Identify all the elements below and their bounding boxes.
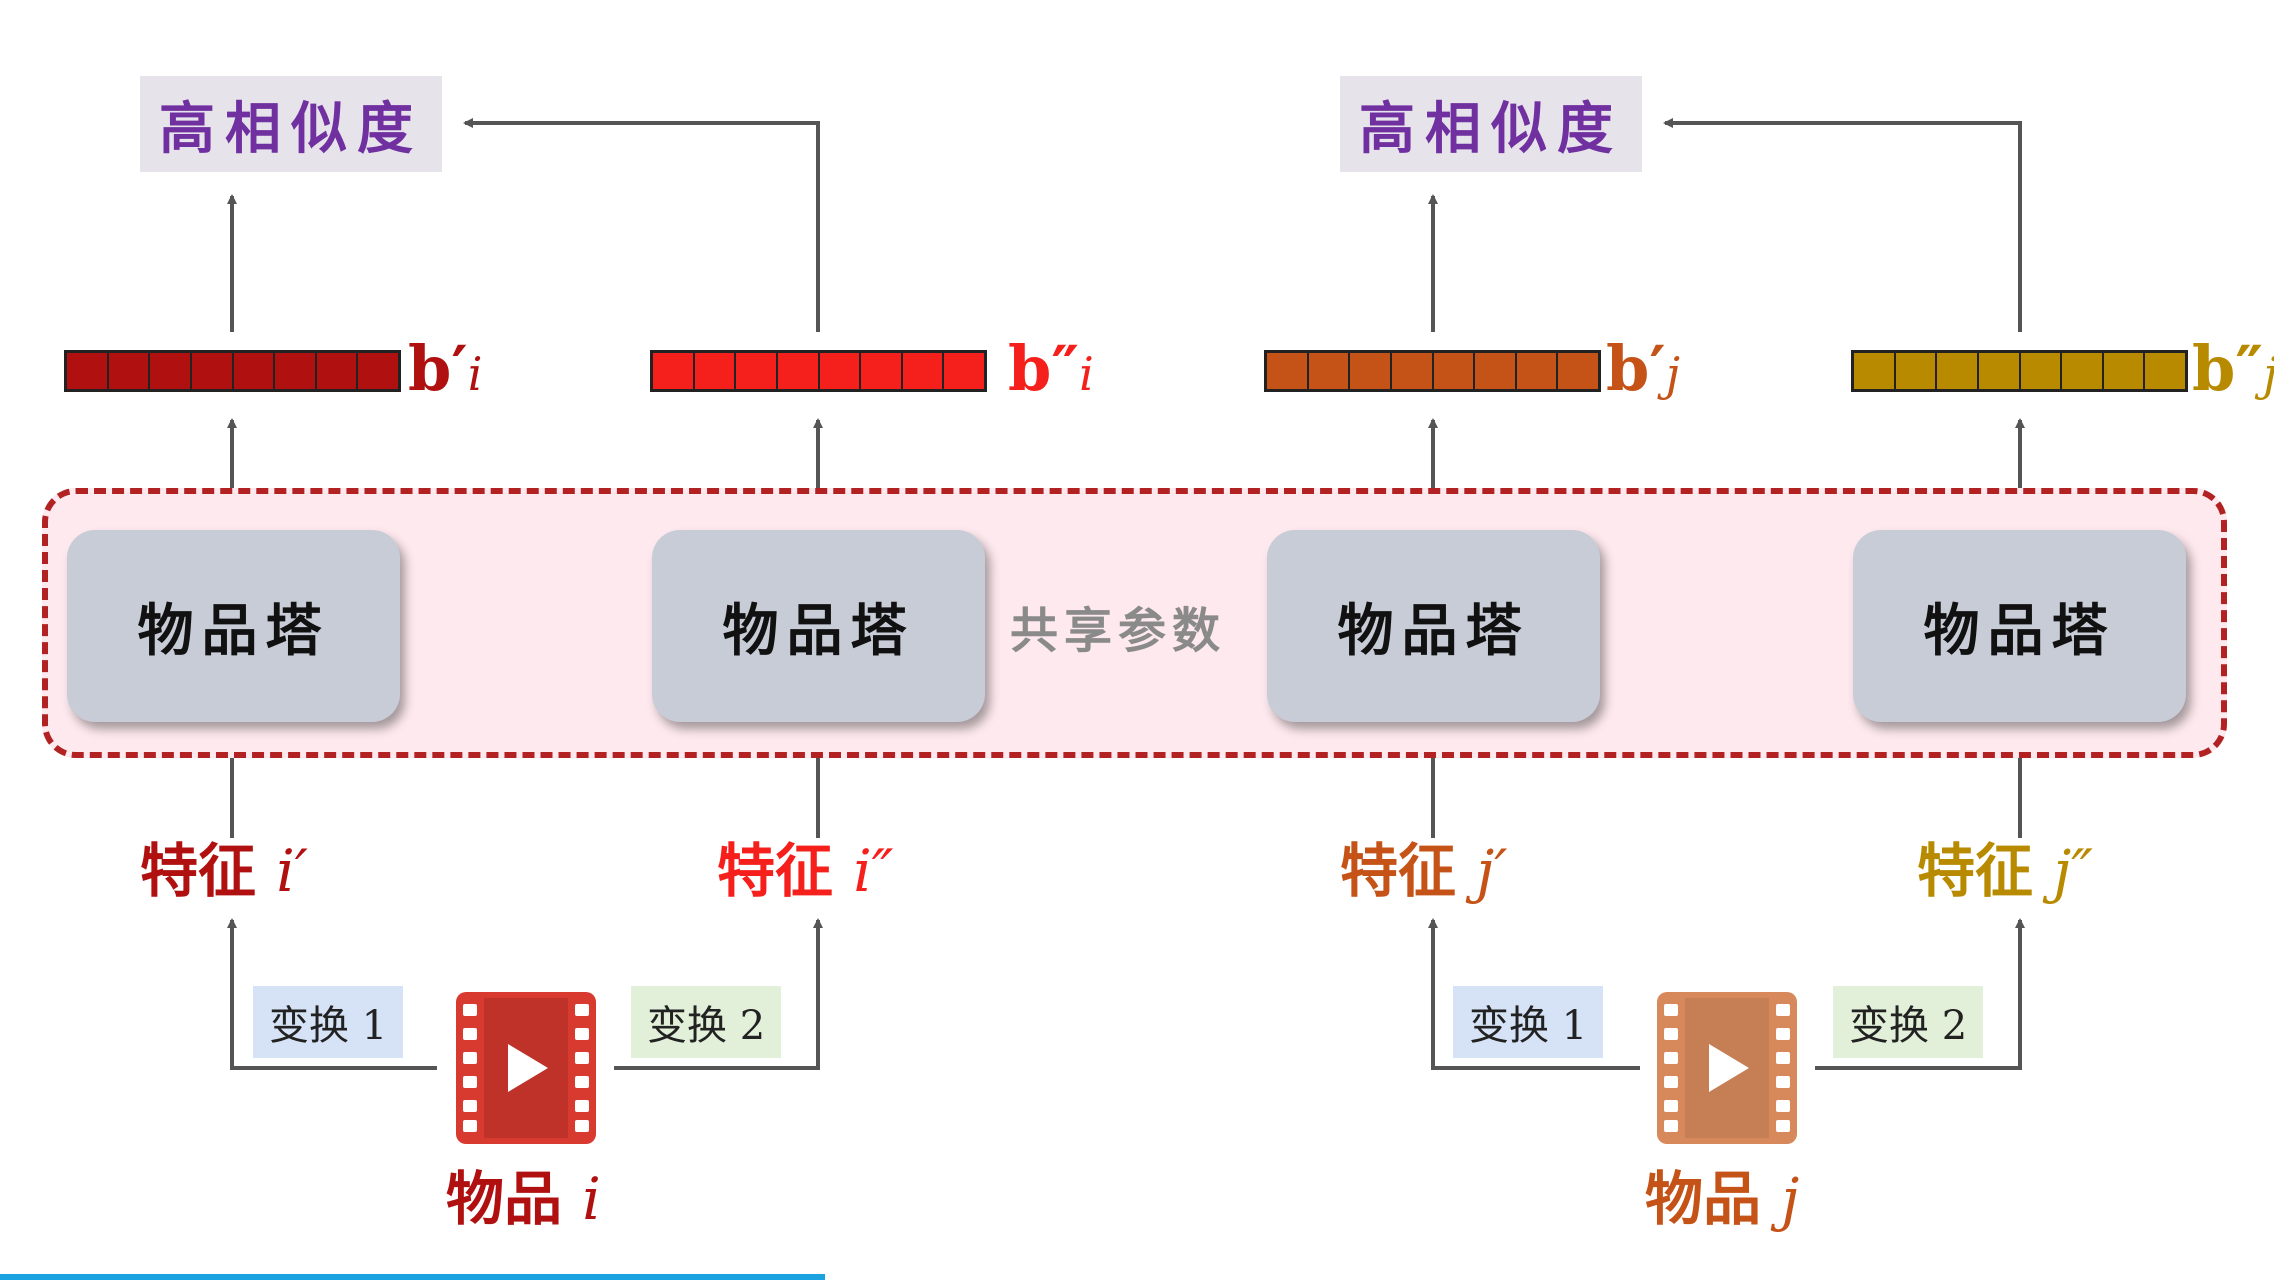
vector-cell xyxy=(902,353,945,389)
similarity-box-right: 高相似度 xyxy=(1340,76,1642,172)
vector-cell xyxy=(233,353,276,389)
video-progress-bar[interactable] xyxy=(0,1274,825,1280)
film-play-icon xyxy=(1657,992,1797,1144)
embedding-vector-bj1 xyxy=(1264,350,1601,392)
vector-cell xyxy=(358,353,398,389)
transform-label-2-left: 变换 2 xyxy=(631,986,782,1058)
vector-cell xyxy=(1475,353,1517,389)
similarity-label-left: 高相似度 xyxy=(159,95,423,162)
vector-cell xyxy=(1433,353,1476,389)
transform-label-1-right: 变换 1 xyxy=(1453,986,1604,1058)
feature-label-j2: 特征 j″ xyxy=(1917,837,2093,905)
vector-cell xyxy=(2062,353,2104,389)
item-tower-label: 物品塔 xyxy=(1923,597,2116,664)
item-tower-label: 物品塔 xyxy=(1337,597,1530,664)
embedding-vector-bj2 xyxy=(1851,350,2188,392)
transform-label-1-left: 变换 1 xyxy=(253,986,404,1058)
item-tower-3: 物品塔 xyxy=(1267,530,1600,722)
vector-cell xyxy=(1558,353,1598,389)
vector-cell xyxy=(1895,353,1938,389)
item-label-j: 物品 j xyxy=(1645,1165,1800,1233)
arrow-vector-2-to-similarity xyxy=(463,118,820,332)
item-tower-1: 物品塔 xyxy=(67,530,400,722)
vector-cell xyxy=(694,353,737,389)
vector-cell xyxy=(191,353,234,389)
vector-cell xyxy=(67,353,109,389)
feature-label-i2: 特征 i″ xyxy=(717,837,894,905)
item-tower-label: 物品塔 xyxy=(137,597,330,664)
vector-cell xyxy=(1978,353,2021,389)
vector-cell xyxy=(861,353,903,389)
vector-cell xyxy=(653,353,695,389)
vector-label-bj1: b′j xyxy=(1606,332,1680,405)
vector-cell xyxy=(316,353,359,389)
similarity-label-right: 高相似度 xyxy=(1359,95,1623,162)
embedding-vector-bi1 xyxy=(64,350,401,392)
transform-label-2-right: 变换 2 xyxy=(1833,986,1984,1058)
vector-cell xyxy=(2145,353,2185,389)
vector-label-bi1: b′i xyxy=(408,332,483,405)
similarity-box-left: 高相似度 xyxy=(140,76,442,172)
vector-cell xyxy=(944,353,984,389)
vector-label-bj2: b″j xyxy=(2192,332,2274,405)
vector-cell xyxy=(736,353,778,389)
vector-cell xyxy=(108,353,151,389)
vector-cell xyxy=(1308,353,1351,389)
vector-cell xyxy=(2020,353,2063,389)
vector-cell xyxy=(1937,353,1979,389)
embedding-vector-bi2 xyxy=(650,350,987,392)
arrow-item-j-to-feature-j1 xyxy=(1428,918,1640,1070)
arrow-item-i-to-feature-i2 xyxy=(614,918,823,1070)
film-play-icon xyxy=(456,992,596,1144)
vector-cell xyxy=(150,353,192,389)
vector-cell xyxy=(777,353,820,389)
shared-parameters-label: 共享参数 xyxy=(1010,603,1227,659)
arrow-item-i-to-feature-i1 xyxy=(227,918,437,1070)
vector-cell xyxy=(1854,353,1896,389)
feature-label-j1: 特征 j′ xyxy=(1340,837,1508,905)
item-label-i: 物品 i xyxy=(446,1165,601,1233)
vector-cell xyxy=(275,353,317,389)
arrow-vector-4-to-similarity xyxy=(1663,118,2022,332)
vector-label-bi2: b″i xyxy=(1008,332,1094,405)
item-tower-2: 物品塔 xyxy=(652,530,985,722)
item-tower-label: 物品塔 xyxy=(722,597,915,664)
vector-cell xyxy=(1391,353,1434,389)
vector-cell xyxy=(2103,353,2146,389)
vector-cell xyxy=(1350,353,1392,389)
vector-cell xyxy=(819,353,862,389)
vector-cell xyxy=(1516,353,1559,389)
feature-label-i1: 特征 i′ xyxy=(140,837,308,905)
item-tower-4: 物品塔 xyxy=(1853,530,2186,722)
arrow-item-j-to-feature-j2 xyxy=(1815,918,2025,1070)
vector-cell xyxy=(1267,353,1309,389)
